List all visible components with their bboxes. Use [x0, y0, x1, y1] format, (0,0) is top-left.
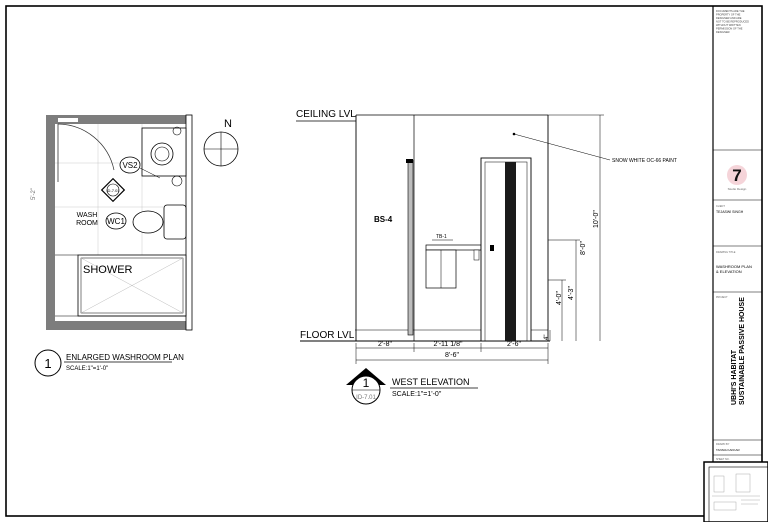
west-elevation: CEILING LVL FLOOR LVL BS-4 TB-1 SNOW WHI…: [296, 109, 677, 405]
elevation-title-ref: ID-7.01: [356, 395, 376, 401]
vanity-top: [425, 244, 482, 251]
project-name-2: SUSTAINABLE PASSIVE HOUSE: [739, 297, 746, 405]
vs2-tag-bubble: [119, 156, 141, 174]
room-label-line2: ROOM: [76, 220, 98, 227]
elevation-marker-ref: ID-7.01: [106, 188, 120, 193]
plan-wall-bottom: [46, 321, 188, 330]
elevation-scale: SCALE:1"=1'-0": [392, 391, 442, 398]
plan-wall-left: [46, 115, 55, 330]
dim-10ft: 10'-0": [593, 210, 600, 228]
door-swing-arc: [57, 123, 115, 171]
title-block: DOCUMENTS ARE THE PROPERTY OF THE DESIGN…: [713, 9, 762, 461]
bs4-tag: BS-4: [374, 215, 393, 224]
washbasin-icon: [150, 142, 174, 166]
dim-4ft3: 4'-3": [568, 286, 575, 300]
door-dark-panel: [505, 162, 516, 341]
shower-label: SHOWER: [83, 264, 133, 276]
drawn-by-label: DRAWN BY: [716, 443, 730, 446]
notes-line-6: PERMISSION OF THE: [716, 27, 743, 31]
dim-4in: 4": [544, 335, 550, 340]
floor-level-label: FLOOR LVL: [300, 330, 355, 341]
plan-title-number: 1: [44, 356, 51, 371]
drawing-title-1: WASHROOM PLAN: [716, 264, 752, 269]
dim-bottom-2: 2'-11 1/8": [434, 341, 464, 348]
sheet-border: [5, 5, 763, 517]
wc1-tag-bubble: [105, 212, 127, 230]
project-label: PROJECT: [716, 296, 728, 299]
logo-icon: [727, 165, 747, 185]
client-label: CLIENT: [716, 205, 725, 208]
plan-wall-right: [185, 114, 193, 331]
project-name-1: UBHI'S HABITAT: [731, 349, 738, 405]
wc1-tag: WC1: [107, 217, 125, 226]
plan-title-bubble: [34, 349, 62, 377]
logo-caption: Studio Design: [728, 187, 747, 191]
notes-line-3: DESIGNER AND ARE: [716, 16, 742, 20]
sheet-no-label: SHEET NO.: [716, 458, 730, 461]
tb1-tag: TB-1: [436, 234, 447, 240]
drawn-by: TANNIA KAKKAR: [716, 448, 740, 452]
notes-line-2: PROPERTY OF THE: [716, 13, 741, 17]
north-label: N: [224, 118, 232, 130]
elevation-title-number: 1: [363, 376, 370, 390]
notes-line-4: NOT TO BE REPRODUCED: [716, 20, 749, 24]
glass-partition: [407, 159, 414, 336]
dim-8ft: 8'-0": [580, 241, 587, 255]
logo-letter: 7: [732, 166, 741, 185]
drawing-title-2: & ELEVATION: [716, 269, 742, 274]
room-label-line1: WASH: [77, 212, 98, 219]
drawing-label: DRAWING TITLE: [716, 251, 736, 254]
dim-4ft: 4'-0": [556, 291, 563, 305]
wc-bowl-icon: [132, 210, 164, 234]
plan-title: ENLARGED WASHROOM PLAN: [66, 353, 184, 362]
washroom-plan: SHOWER VS2 WC1 WASH ROOM ID-7.01 5'-2" N…: [31, 114, 239, 377]
notes-line-1: DOCUMENTS ARE THE: [716, 9, 745, 13]
door-handle: [490, 245, 494, 251]
elevation-title: WEST ELEVATION: [392, 377, 470, 387]
client-name: TEJASWI SINGH: [716, 210, 744, 214]
ceiling-level-label: CEILING LVL: [296, 109, 356, 120]
notes-line-7: DESIGNER.: [716, 30, 731, 34]
wc-cistern: [163, 204, 187, 240]
paint-note: SNOW WHITE OC-66 PAINT: [612, 158, 677, 164]
dim-total: 8'-6": [445, 352, 459, 359]
sheet-thumbnail: [703, 461, 768, 523]
plan-side-dimension: 5'-2": [31, 188, 37, 200]
dim-bottom-1: 2'-8": [378, 341, 392, 348]
plan-wall-top: [46, 115, 188, 124]
dim-bottom-3: 2'-6": [507, 341, 521, 348]
plan-scale: SCALE:1"=1'-0": [66, 366, 108, 372]
vs2-tag: VS2: [122, 161, 138, 170]
notes-line-5: WITHOUT WRITTEN: [716, 23, 741, 27]
door-opening: [58, 118, 78, 122]
